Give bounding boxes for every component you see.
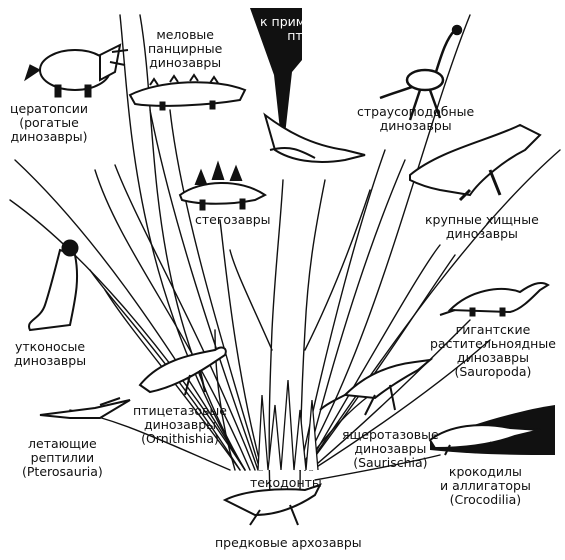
label-line: крокодилы <box>448 464 522 479</box>
label-line: растительноядные <box>430 336 556 351</box>
label-ancestral-archosaurs: предковые архозавры <box>215 536 362 550</box>
thecodont-icon <box>222 483 322 526</box>
triceratops-icon <box>24 43 129 98</box>
label-line: утконосые <box>14 339 86 354</box>
label-line: (рогатые <box>19 115 79 130</box>
branch-armored-2 <box>149 109 259 471</box>
label-line: рептилии <box>30 450 95 465</box>
saurischian-icon <box>319 358 434 416</box>
label-stegosaurs: стегозавры <box>195 213 271 227</box>
label-line: динозавры <box>149 55 222 70</box>
branch-stego <box>219 219 263 471</box>
label-line: (Crocodilia) <box>449 492 522 507</box>
trunk-left-branch <box>229 249 273 351</box>
branch-far-left-2 <box>9 199 246 471</box>
branch-ostrich-2 <box>304 159 406 471</box>
branch-sauropod-2 <box>311 339 491 471</box>
label-line: (Ornithishia) <box>141 431 219 446</box>
label-thecodonts: текодонты <box>250 476 322 490</box>
ostrich-dinosaur-icon <box>379 24 463 121</box>
label-line: динозавры <box>14 353 87 368</box>
label-line: предковые архозавры <box>215 535 362 550</box>
archaeopteryx-icon <box>263 112 366 163</box>
label-line: (Saurischia) <box>353 455 428 470</box>
label-line: ящеротазовые <box>342 427 439 442</box>
trunk-left <box>268 179 284 501</box>
label-line: гигантские <box>455 322 531 337</box>
label-line: динозавры <box>379 118 452 133</box>
branch-far-left-4 <box>119 14 246 471</box>
branch-predators-2 <box>304 254 456 471</box>
branch-armored <box>169 109 261 471</box>
branch-far-right-2 <box>304 149 561 471</box>
branch-far-right-1 <box>299 14 471 471</box>
label-line: птицетазовые <box>133 403 227 418</box>
hadrosaur-icon <box>28 239 79 332</box>
label-line: к примитивным <box>260 14 364 29</box>
branch-sauropod <box>309 319 471 471</box>
sauropod-icon <box>439 282 550 317</box>
stegosaur-icon <box>178 160 267 211</box>
label-line: страусоподобные <box>357 104 475 119</box>
branch-ceratopsians-2 <box>94 169 251 471</box>
branch-far-left-1 <box>14 159 246 471</box>
label-line: цератопсии <box>10 101 89 116</box>
base-spikes <box>257 379 319 471</box>
crocodile-icon <box>428 424 541 456</box>
branch-croc <box>314 454 441 481</box>
ankylosaur-icon <box>128 73 247 111</box>
label-line: динозавры <box>143 417 217 432</box>
label-line: динозавры <box>445 226 518 241</box>
trunk-right-branch <box>304 189 371 351</box>
label-line: текодонты <box>250 475 322 490</box>
label-line: птицам <box>287 28 337 43</box>
tyrannosaur-icon <box>409 123 542 202</box>
branch-ornithischia <box>214 329 236 471</box>
label-line: (Sauropoda) <box>454 364 532 379</box>
branch-predators <box>304 244 441 471</box>
label-line: летающие <box>28 436 97 451</box>
ornithopod-icon <box>138 346 227 396</box>
branch-left-duck-2 <box>104 289 241 471</box>
label-line: динозавры) <box>10 129 88 144</box>
label-line: стегозавры <box>195 212 271 227</box>
label-line: динозавры <box>456 350 529 365</box>
label-line: меловые <box>156 27 214 42</box>
primitive-birds-funnel <box>250 8 302 135</box>
label-line: крупные хищные <box>425 212 539 227</box>
pterosaur-icon <box>39 397 131 419</box>
label-line: и аллигаторы <box>440 478 531 493</box>
branch-left-duck <box>89 269 241 471</box>
label-line: панцирные <box>148 41 223 56</box>
label-line: динозавры <box>354 441 427 456</box>
branch-far-left-3 <box>139 14 246 471</box>
label-line: (Pterosauria) <box>22 464 103 479</box>
